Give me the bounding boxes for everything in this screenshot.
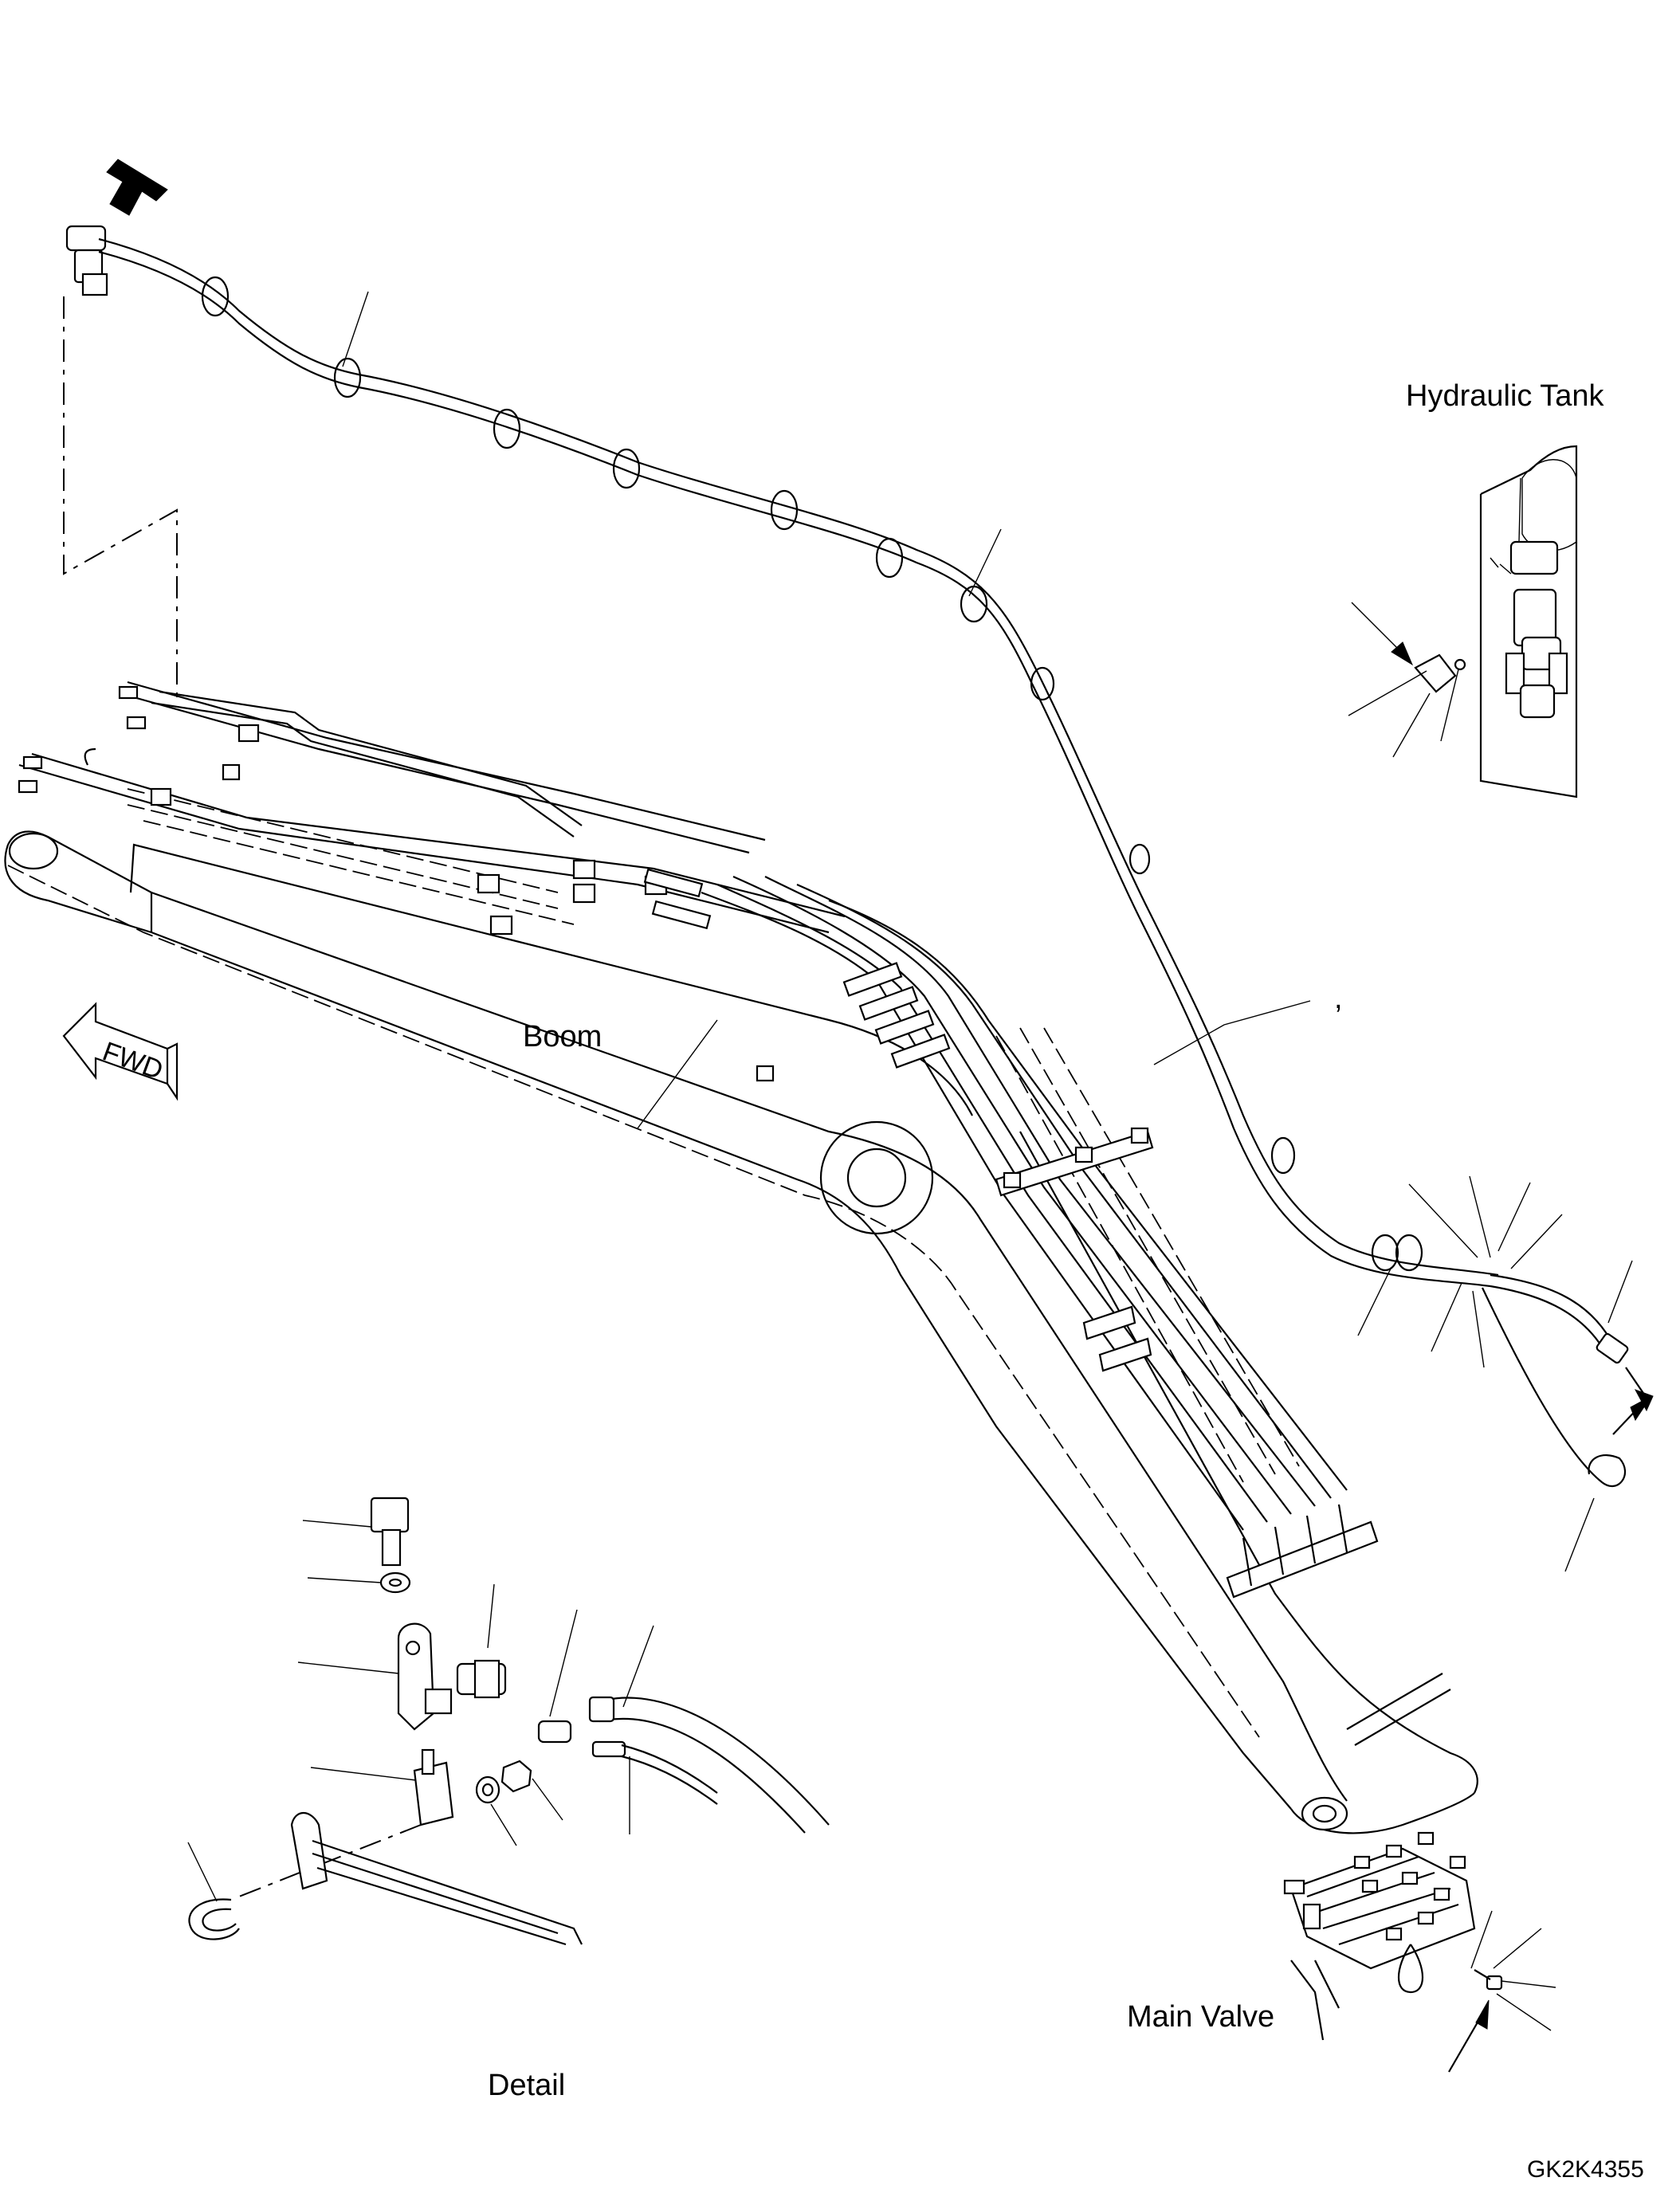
- hydraulic-tank-label: Hydraulic Tank: [1406, 379, 1604, 413]
- detail-view: [187, 1497, 830, 1946]
- hydraulic-tank: [1348, 445, 1578, 798]
- detail-label: Detail: [488, 2069, 566, 2102]
- fwd-arrow-icon: FWD: [62, 1002, 179, 1101]
- boom-label: Boom: [523, 1020, 603, 1053]
- boom: FWD: [4, 681, 1478, 1834]
- hose-line-long: [98, 237, 1654, 1572]
- drawing-code: GK2K4355: [1527, 2156, 1644, 2183]
- main-valve-label: Main Valve: [1127, 2000, 1275, 2034]
- top-fitting: [63, 159, 178, 701]
- comma-mark-label: ,: [1334, 982, 1343, 1015]
- main-valve: [1283, 1831, 1556, 2073]
